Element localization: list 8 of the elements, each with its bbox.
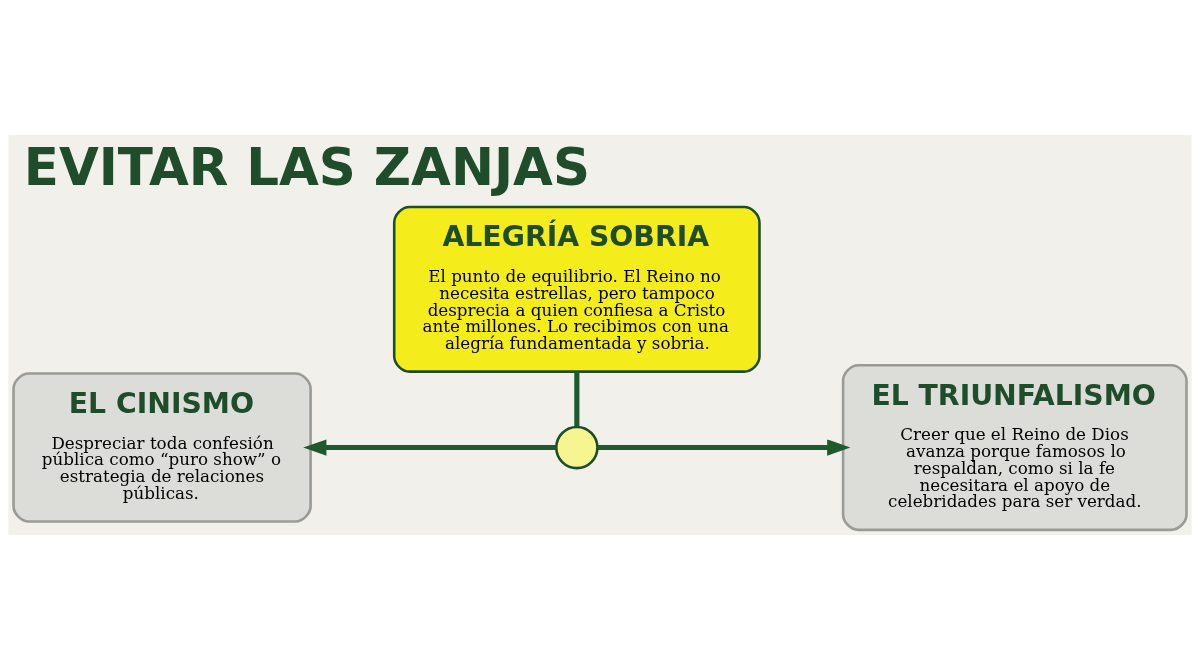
node-circle (555, 425, 599, 469)
diagram-title: EVITAR LAS ZANJAS (23, 136, 590, 197)
node-box: EL TRIUNFALISMO Creer que el Reino de Dios avanza porque famosos lo respaldan, como si la fe necesitara el apoyo de celebridades para ser verdad. (841, 363, 1188, 531)
node-box: ALEGRÍA SOBRIA El punto de equilibrio. El Reino no necesita estrellas, pero tampoco desprecia a quien confiesa a Cristo ante millones. Lo recibimos con una alegría fundamentada y sobria. (392, 205, 761, 373)
arrow (597, 438, 851, 456)
connector (574, 371, 580, 426)
arrow (303, 438, 557, 456)
node-box: EL CINISMO Despreciar toda confesión pública como “puro show” o estrategia de relaciones públicas. (12, 371, 312, 523)
